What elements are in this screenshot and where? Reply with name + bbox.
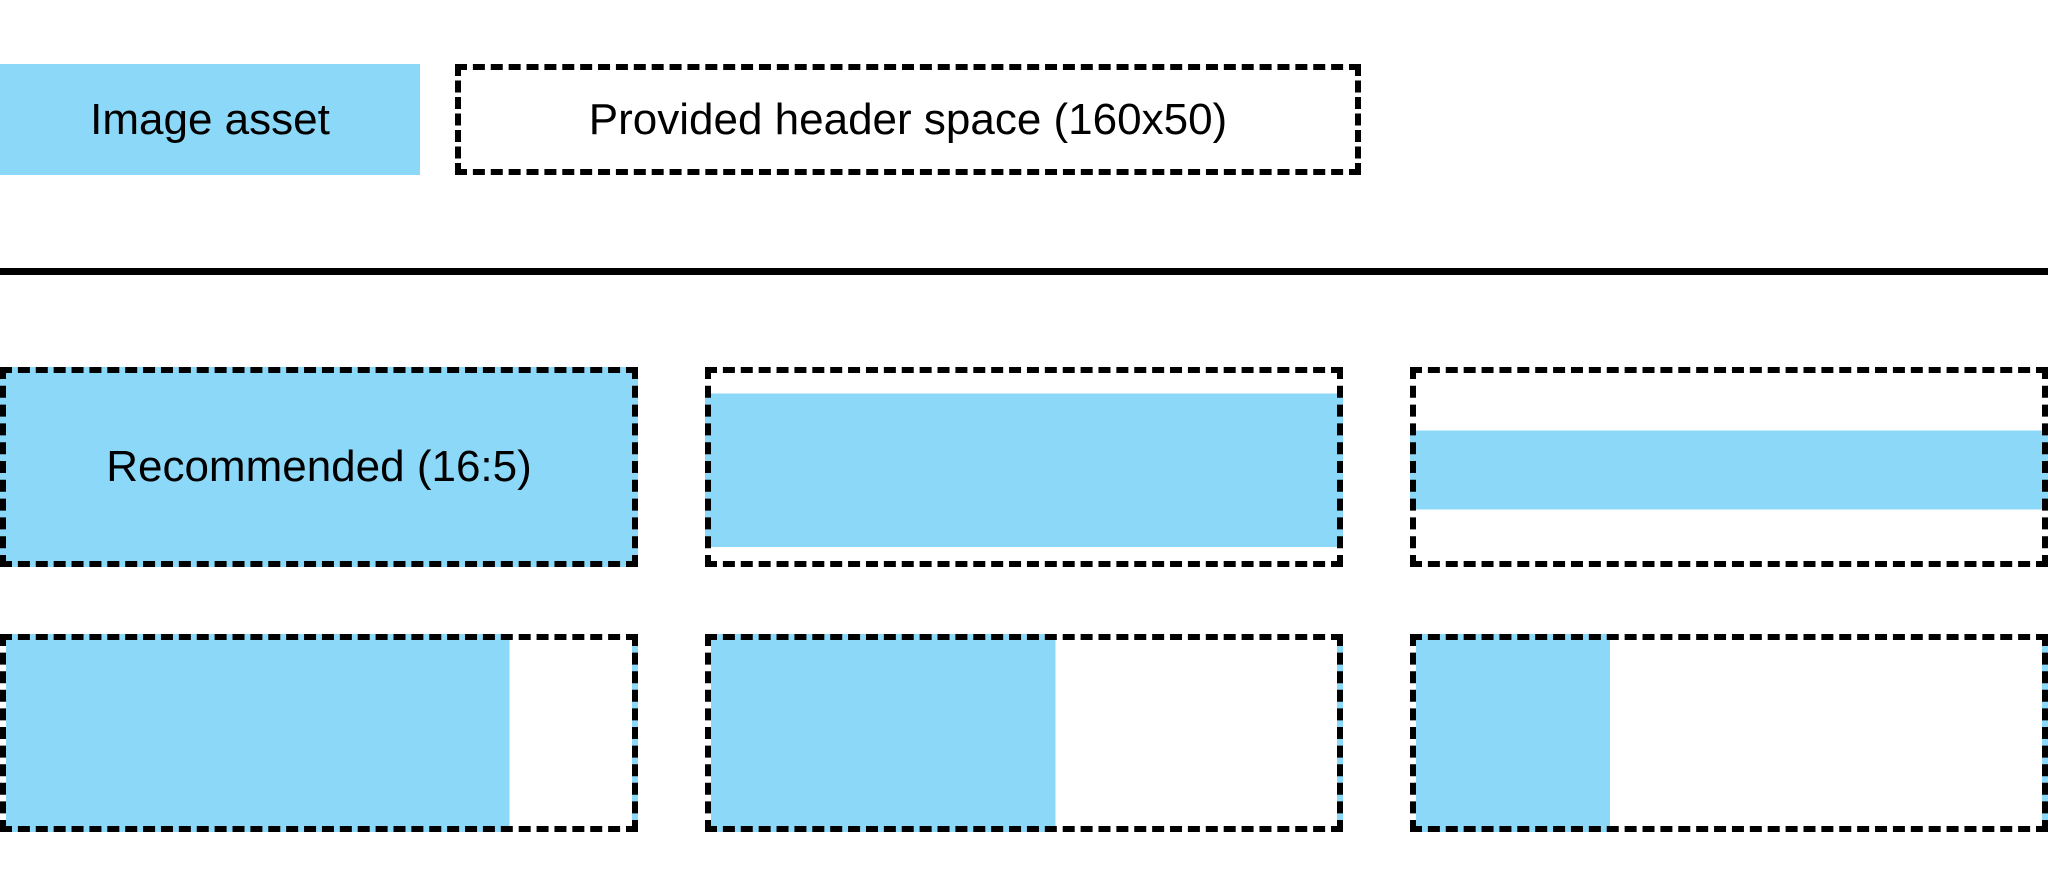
header-space-label: Provided header space (160x50)	[588, 94, 1228, 144]
header-space-legend-box: Provided header space (160x50)	[455, 64, 1361, 175]
grid-cell-recommended-16-5: Recommended (16:5)	[0, 367, 638, 567]
grid-cell-letterboxed-slight	[705, 367, 1343, 567]
grid-cell-pillarboxed-strong	[1410, 634, 2048, 832]
grid-cell-letterboxed-strong	[1410, 367, 2048, 567]
image-asset-legend-swatch: Image asset	[0, 64, 420, 175]
recommended-label: Recommended (16:5)	[106, 442, 532, 491]
divider-line	[0, 268, 2048, 275]
grid-cell-pillarboxed-slight	[0, 634, 638, 832]
grid-cell-pillarboxed-medium	[705, 634, 1343, 832]
image-asset-label: Image asset	[90, 94, 330, 144]
